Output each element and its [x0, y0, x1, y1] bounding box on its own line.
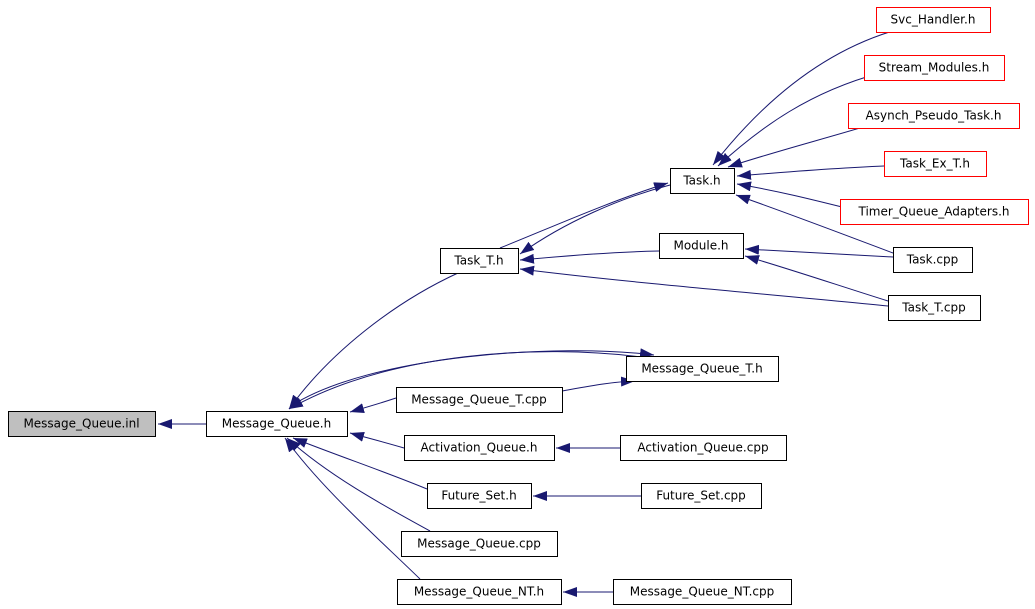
edge-svc-handler-h-to-task-h	[712, 29, 897, 166]
edge-layer	[158, 29, 897, 597]
node-label: Task_Ex_T.h	[899, 157, 970, 171]
node-label: Activation_Queue.cpp	[637, 441, 768, 455]
node-box	[613, 579, 792, 605]
edge-message-queue-h-to-message-queue-t-h	[290, 348, 655, 407]
node-asynch-pseudo-task-h[interactable]: Asynch_Pseudo_Task.h	[848, 103, 1020, 129]
edge-task-cpp-to-task-h	[735, 194, 894, 254]
node-box	[670, 168, 735, 194]
node-task-cpp[interactable]: Task.cpp	[893, 247, 973, 273]
node-label: Timer_Queue_Adapters.h	[857, 205, 1009, 219]
node-box	[8, 411, 156, 437]
node-box	[893, 247, 973, 273]
node-label: Svc_Handler.h	[891, 13, 976, 27]
node-label: Task_T.cpp	[901, 301, 965, 315]
edge-task-t-cpp-to-module-h	[744, 255, 889, 302]
node-task-ex-t-h[interactable]: Task_Ex_T.h	[884, 151, 987, 177]
node-box	[888, 295, 981, 321]
edge-message-queue-t-cpp-to-message-queue-t-h	[561, 376, 636, 392]
edge-task-t-h-to-task-h	[499, 182, 669, 249]
edge-asynch-pseudo-task-h-to-task-h	[727, 124, 871, 168]
node-box	[626, 356, 779, 382]
node-label: Message_Queue.h	[222, 417, 331, 431]
node-box	[206, 411, 348, 437]
node-box	[659, 233, 744, 259]
edge-task-ex-t-h-to-task-h	[736, 165, 885, 180]
node-layer: Message_Queue.inl Message_Queue.h Task_T…	[8, 7, 1029, 605]
node-box	[848, 103, 1020, 129]
edge-message-queue-cpp-to-message-queue-h	[286, 437, 431, 532]
node-label: Message_Queue.cpp	[417, 537, 541, 551]
node-activation-queue-cpp[interactable]: Activation_Queue.cpp	[620, 435, 787, 461]
node-label: Message_Queue_T.cpp	[411, 393, 547, 407]
node-activation-queue-h[interactable]: Activation_Queue.h	[404, 435, 555, 461]
edge-message-queue-t-cpp-to-message-queue-h	[349, 397, 397, 413]
edge-task-cpp-to-module-h	[744, 244, 894, 258]
node-message-queue-h[interactable]: Message_Queue.h	[206, 411, 348, 437]
edge-timer-queue-adapters-h-to-task-h	[736, 181, 851, 210]
node-message-queue-t-cpp[interactable]: Message_Queue_T.cpp	[396, 387, 563, 413]
node-message-queue-t-h[interactable]: Message_Queue_T.h	[626, 356, 779, 382]
node-stream-modules-h[interactable]: Stream_Modules.h	[864, 55, 1005, 81]
node-box	[884, 151, 987, 177]
node-label: Module.h	[673, 239, 728, 253]
node-label: Task.h	[682, 174, 720, 188]
node-task-h[interactable]: Task.h	[670, 168, 735, 194]
edge-future-set-h-to-message-queue-h	[292, 437, 428, 490]
edge-task-t-h-to-message-queue-h	[288, 272, 459, 410]
node-message-queue-nt-cpp[interactable]: Message_Queue_NT.cpp	[613, 579, 792, 605]
edge-message-queue-nt-h-to-message-queue-h	[284, 437, 421, 580]
node-label: Task.cpp	[906, 253, 959, 267]
node-box	[641, 483, 762, 509]
node-label: Stream_Modules.h	[879, 61, 990, 75]
edge-stream-modules-h-to-task-h	[717, 72, 881, 167]
node-module-h[interactable]: Module.h	[659, 233, 744, 259]
node-box	[397, 579, 562, 605]
edge-activation-queue-h-to-message-queue-h	[349, 432, 405, 449]
node-future-set-cpp[interactable]: Future_Set.cpp	[641, 483, 762, 509]
node-svc-handler-h[interactable]: Svc_Handler.h	[876, 7, 991, 33]
node-task-t-cpp[interactable]: Task_T.cpp	[888, 295, 981, 321]
node-box	[876, 7, 991, 33]
edge-task-h-to-task-t-h	[519, 184, 671, 255]
node-box	[620, 435, 787, 461]
node-label: Future_Set.cpp	[656, 489, 746, 503]
node-label: Future_Set.h	[441, 489, 516, 503]
node-message-queue-nt-h[interactable]: Message_Queue_NT.h	[397, 579, 562, 605]
node-label: Asynch_Pseudo_Task.h	[866, 109, 1002, 123]
node-message-queue-cpp[interactable]: Message_Queue.cpp	[401, 531, 558, 557]
node-label: Message_Queue_NT.cpp	[630, 585, 775, 599]
node-box	[440, 248, 519, 274]
node-label: Activation_Queue.h	[421, 441, 538, 455]
node-box	[864, 55, 1005, 81]
node-box	[401, 531, 558, 557]
edge-task-t-cpp-to-task-t-h	[519, 265, 889, 307]
node-label: Message_Queue_NT.h	[414, 585, 544, 599]
node-box	[427, 483, 532, 509]
node-box	[404, 435, 555, 461]
node-label: Message_Queue.inl	[23, 417, 139, 431]
node-label: Task_T.h	[453, 254, 503, 268]
node-future-set-h[interactable]: Future_Set.h	[427, 483, 532, 509]
edge-module-h-to-task-t-h	[519, 250, 660, 264]
node-task-t-h[interactable]: Task_T.h	[440, 248, 519, 274]
node-box	[840, 199, 1029, 225]
node-box	[396, 387, 563, 413]
node-label: Message_Queue_T.h	[641, 362, 762, 376]
node-timer-queue-adapters-h[interactable]: Timer_Queue_Adapters.h	[840, 199, 1029, 225]
node-message-queue-inl[interactable]: Message_Queue.inl	[8, 411, 156, 437]
